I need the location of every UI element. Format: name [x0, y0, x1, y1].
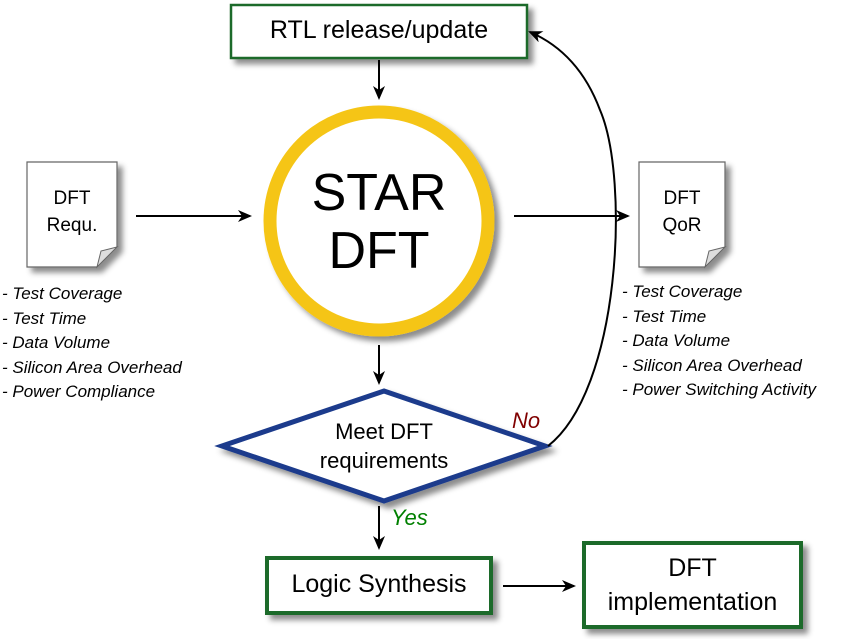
list-item: - Power Compliance: [2, 382, 156, 401]
star-dft-ring: [263, 105, 495, 337]
implementation-line1: DFT: [668, 554, 717, 582]
output-doc-line1: DFT: [663, 188, 701, 209]
logic-synthesis-box: [265, 556, 493, 615]
list-item: - Test Coverage: [622, 282, 743, 301]
decision-line2: requirements: [319, 448, 449, 473]
input-doc-line1: DFT: [53, 188, 91, 209]
core-line2: DFT: [328, 222, 430, 280]
input-requirements-list: - Test Coverage - Test Time - Data Volum…: [2, 282, 182, 405]
output-doc-fold: [704, 246, 727, 269]
input-doc-label: DFT Requ.: [27, 185, 117, 239]
output-doc-line2: QoR: [662, 215, 702, 236]
list-item: - Silicon Area Overhead: [622, 355, 802, 375]
input-doc-fold: [96, 246, 119, 269]
branch-no-label: No: [512, 408, 541, 433]
list-item: - Power Switching Activity: [622, 380, 816, 399]
rtl-release-label: RTL release/update: [269, 16, 489, 44]
list-item: - Data Volume: [622, 331, 731, 350]
list-item: - Test Time: [2, 308, 87, 328]
core-line1: STAR: [311, 164, 447, 222]
arrow-no-feedback: [528, 31, 617, 447]
list-item: - Data Volume: [2, 333, 111, 352]
logic-synthesis-label: Logic Synthesis: [291, 570, 467, 598]
rtl-release-box: [229, 3, 529, 60]
list-item: - Test Coverage: [2, 284, 123, 303]
decision-label: Meet DFT requirements: [284, 417, 484, 475]
decision-diamond: [214, 388, 553, 504]
output-qor-list: - Test Coverage - Test Time - Data Volum…: [622, 280, 816, 403]
implementation-line2: implementation: [607, 588, 778, 616]
decision-line1: Meet DFT: [335, 419, 433, 444]
star-dft-label: STAR DFT: [279, 164, 479, 280]
input-doc-line2: Requ.: [46, 215, 98, 236]
list-item: - Silicon Area Overhead: [2, 357, 182, 377]
dft-implementation-label: DFT implementation: [584, 551, 801, 619]
dft-implementation-box: [582, 541, 803, 629]
list-item: - Test Time: [622, 306, 707, 326]
output-doc-label: DFT QoR: [639, 185, 725, 239]
branch-yes-label: Yes: [391, 505, 428, 530]
